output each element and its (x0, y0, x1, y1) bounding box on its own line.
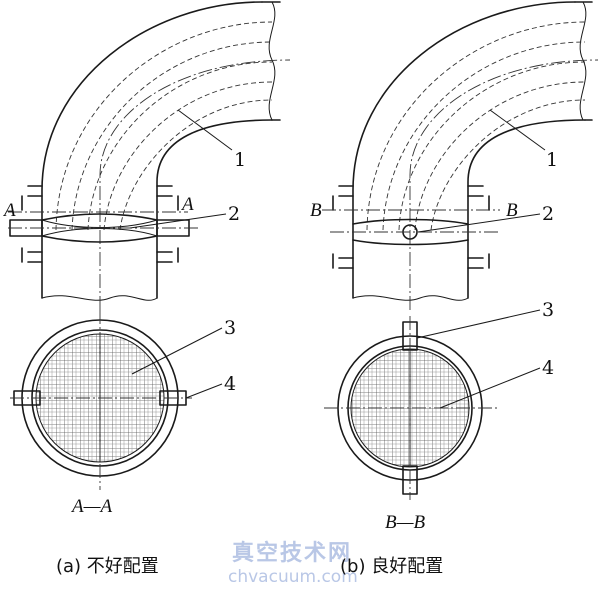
label-b-flange: 3 (542, 299, 554, 321)
section-a-right: A (180, 194, 194, 215)
section-b-title: B—B (385, 512, 426, 533)
label-a-bend: 1 (234, 149, 246, 171)
label-b-mesh: 4 (542, 357, 554, 379)
caption-a: (a) 不好配置 (56, 556, 159, 577)
bad-config-section (10, 310, 192, 490)
section-a-title: A—A (70, 496, 113, 517)
caption-b: (b) 良好配置 (340, 556, 443, 577)
watermark-url: chvacuum.com (228, 567, 358, 587)
section-b-left: B (310, 200, 322, 221)
label-a-fastener: 2 (228, 203, 240, 225)
watermark-title: 真空技术网 (232, 540, 352, 566)
label-a-mesh: 3 (224, 317, 236, 339)
good-config-section (324, 316, 498, 500)
label-b-bend: 1 (546, 149, 558, 171)
bad-config-elbow (8, 1, 291, 310)
label-a-flange: 4 (224, 373, 236, 395)
section-a-left: A (2, 200, 16, 221)
label-b-fastener: 2 (542, 203, 554, 225)
section-b-right: B (506, 200, 518, 221)
good-config-elbow (322, 1, 599, 310)
